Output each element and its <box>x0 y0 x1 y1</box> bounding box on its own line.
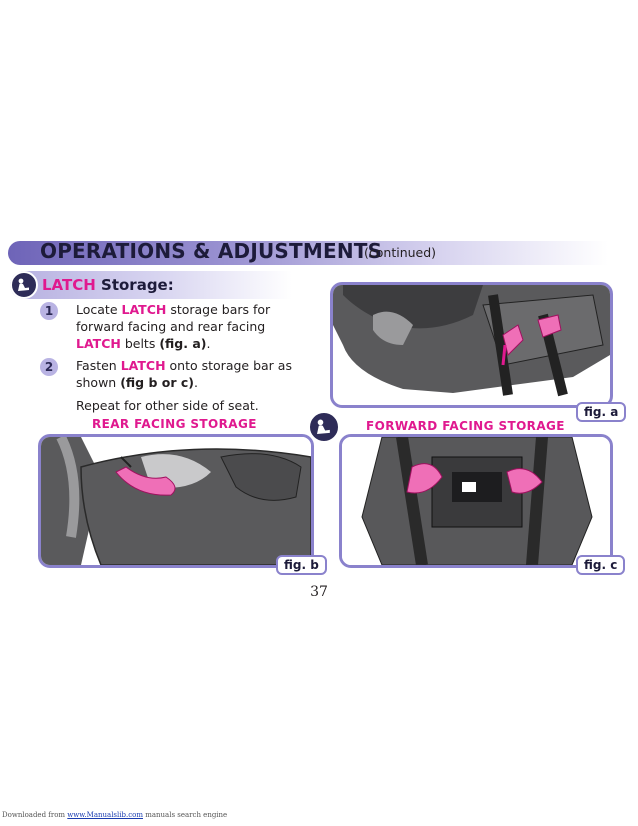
figure-b-frame <box>38 434 314 568</box>
section-title-accent: LATCH <box>42 276 96 294</box>
figure-a-illustration <box>333 285 610 397</box>
section-title: LATCH Storage: <box>42 276 174 294</box>
figure-c-illustration <box>342 437 610 565</box>
step-text-part: storage bars for forward facing and rear… <box>76 302 271 334</box>
figure-b-label: fig. b <box>276 555 327 575</box>
page-number: 37 <box>310 584 328 600</box>
step-text-part: Locate <box>76 302 122 317</box>
step-text-part: onto storage bar as shown <box>76 358 292 390</box>
section-bar <box>10 271 292 299</box>
footer-prefix: Downloaded from <box>2 811 68 819</box>
step-1-text: Locate LATCH storage bars for forward fa… <box>76 301 296 352</box>
page-subtitle: (continued) <box>364 245 437 260</box>
footer: Downloaded from www.Manualslib.com manua… <box>2 811 227 819</box>
step-text-part: belts <box>120 336 160 351</box>
step-text-part: Fasten <box>76 358 121 373</box>
figure-b-illustration <box>41 437 311 565</box>
page-title: OPERATIONS & ADJUSTMENTS <box>40 239 383 263</box>
latch-icon <box>308 411 340 443</box>
figure-reference: (fig b or c) <box>120 375 195 390</box>
step-text-part: . <box>206 336 211 351</box>
figure-a-label: fig. a <box>576 402 627 422</box>
footer-link[interactable]: www.Manualslib.com <box>67 811 143 819</box>
header-bar <box>8 241 608 265</box>
rear-facing-caption: REAR FACING STORAGE <box>92 417 257 431</box>
figure-c-label: fig. c <box>576 555 626 575</box>
forward-facing-caption: FORWARD FACING STORAGE <box>366 419 565 433</box>
latch-term: LATCH <box>121 302 167 317</box>
latch-icon <box>10 271 38 299</box>
section-title-rest: Storage: <box>95 276 174 294</box>
step-1-number: 1 <box>40 302 58 320</box>
figure-reference: (fig. a) <box>159 336 207 351</box>
latch-term: LATCH <box>120 358 166 373</box>
step-2-text: Fasten LATCH onto storage bar as shown (… <box>76 357 296 391</box>
repeat-note: Repeat for other side of seat. <box>76 398 259 413</box>
figure-c-frame <box>339 434 613 568</box>
step-text-part: . <box>194 375 198 390</box>
figure-a-frame <box>330 282 613 408</box>
step-2-number: 2 <box>40 358 58 376</box>
footer-suffix: manuals search engine <box>142 811 228 819</box>
latch-term: LATCH <box>76 336 121 351</box>
